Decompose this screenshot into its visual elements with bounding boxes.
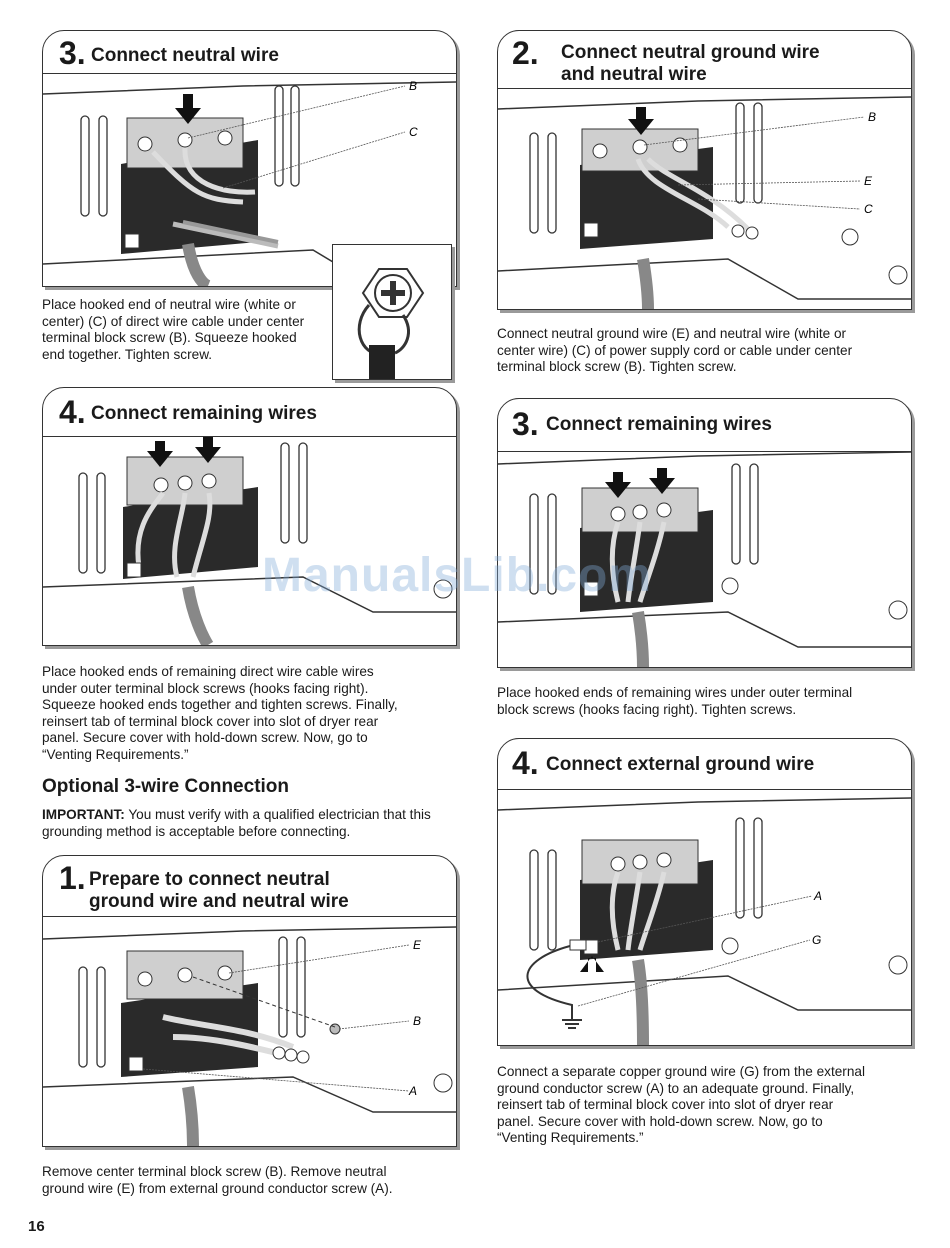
caption-line: reinsert tab of terminal block cover int… [497,1097,834,1112]
caption-line: Place hooked ends of remaining wires und… [497,685,853,700]
important-label: IMPORTANT: [42,807,125,822]
caption-line: “Venting Requirements.” [497,1130,644,1145]
label-a: A [813,889,822,903]
step-number: 4. [512,745,539,781]
step-title: Connect remaining wires [546,414,772,435]
caption-line: Place hooked end of neutral wire (white … [42,297,296,312]
label-a: A [408,1084,417,1098]
left-step3-caption: Place hooked end of neutral wire (white … [42,297,332,363]
important-note: IMPORTANT: You must verify with a qualif… [42,807,454,840]
important-text: You must verify with a qualified electri… [42,807,431,839]
step-title-line2: and neutral wire [561,64,707,85]
left-step3-header: 3. Connect neutral wire [43,31,456,74]
terminal-block-illustration: A G [498,790,911,1045]
caption-line: Connect neutral ground wire (E) and neut… [497,326,847,341]
caption-line: ground wire (E) from external ground con… [42,1180,393,1196]
caption-line: Remove center terminal block screw (B). … [42,1164,387,1179]
left-step4-caption: Place hooked ends of remaining direct wi… [42,664,452,763]
caption-line: Place hooked ends of remaining direct wi… [42,664,374,679]
step-title: Connect remaining wires [91,403,317,424]
step-number: 3. [59,35,86,71]
caption-line: block screws (hooks facing right). Tight… [497,701,797,717]
caption-line: center) (C) of direct wire cable under c… [42,313,305,329]
step-number: 3. [512,406,539,442]
screw-inset-illustration [332,244,452,380]
terminal-block-illustration: B E C [498,89,911,309]
right-step3-caption: Place hooked ends of remaining wires und… [497,685,907,718]
optional-3wire-heading: Optional 3-wire Connection [42,776,290,797]
caption-line: reinsert tab of terminal block cover int… [42,713,379,729]
label-b: B [413,1014,421,1028]
terminal-block-illustration [43,437,456,645]
label-c: C [409,125,418,139]
left-step1-panel: 1. Prepare to connect neutral ground wir… [42,855,457,1147]
terminal-block-illustration: E B A [43,917,456,1146]
right-step4-caption: Connect a separate copper ground wire (G… [497,1064,907,1147]
left-step1-header: 1. Prepare to connect neutral ground wir… [43,856,456,917]
step-number: 2. [512,35,539,71]
label-g: G [812,933,821,947]
right-step2-caption: Connect neutral ground wire (E) and neut… [497,326,907,376]
right-step2-header: 2. Connect neutral ground wire and neutr… [498,31,911,89]
label-e: E [413,938,422,952]
left-step1-caption: Remove center terminal block screw (B). … [42,1164,452,1197]
right-step3-header: 3. Connect remaining wires [498,399,911,452]
left-step4-header: 4. Connect remaining wires [43,388,456,437]
right-step2-panel: 2. Connect neutral ground wire and neutr… [497,30,912,310]
right-step4-panel: 4. Connect external ground wire [497,738,912,1046]
caption-line: under outer terminal block screws (hooks… [42,680,369,696]
step-title-line2: ground wire and neutral wire [89,891,349,912]
step-number: 1. [59,860,86,896]
step-title-line1: Connect neutral ground wire [561,42,820,63]
label-b: B [868,110,876,124]
right-step3-panel: 3. Connect remaining wires [497,398,912,668]
left-step3-panel: 3. Connect neutral wire B [42,30,457,287]
label-e: E [864,174,873,188]
step-title-line1: Prepare to connect neutral [89,869,330,890]
caption-line: Connect a separate copper ground wire (G… [497,1064,865,1079]
step-title: Connect neutral wire [91,45,279,66]
step-title: Connect external ground wire [546,754,815,775]
caption-line: panel. Secure cover with hold-down screw… [497,1113,823,1129]
label-b: B [409,79,417,93]
caption-line: center wire) (C) of power supply cord or… [497,342,853,358]
caption-line: panel. Secure cover with hold-down screw… [42,730,368,745]
caption-line: ground conductor screw (A) to an adequat… [497,1080,855,1096]
caption-line: Squeeze hooked ends together and tighten… [42,697,398,712]
caption-line: end together. Tighten screw. [42,346,213,362]
caption-line: “Venting Requirements.” [42,746,189,762]
step-number: 4. [59,394,86,430]
label-c: C [864,202,873,216]
right-step4-header: 4. Connect external ground wire [498,739,911,790]
caption-line: terminal block screw (B). Squeeze hooked [42,330,297,345]
terminal-block-illustration [498,452,911,667]
caption-line: terminal block screw (B). Tighten screw. [497,359,737,374]
watermark: ManualsLib.com [262,549,653,602]
page-number: 16 [28,1218,45,1235]
left-step4-panel: 4. Connect remaining wires [42,387,457,646]
